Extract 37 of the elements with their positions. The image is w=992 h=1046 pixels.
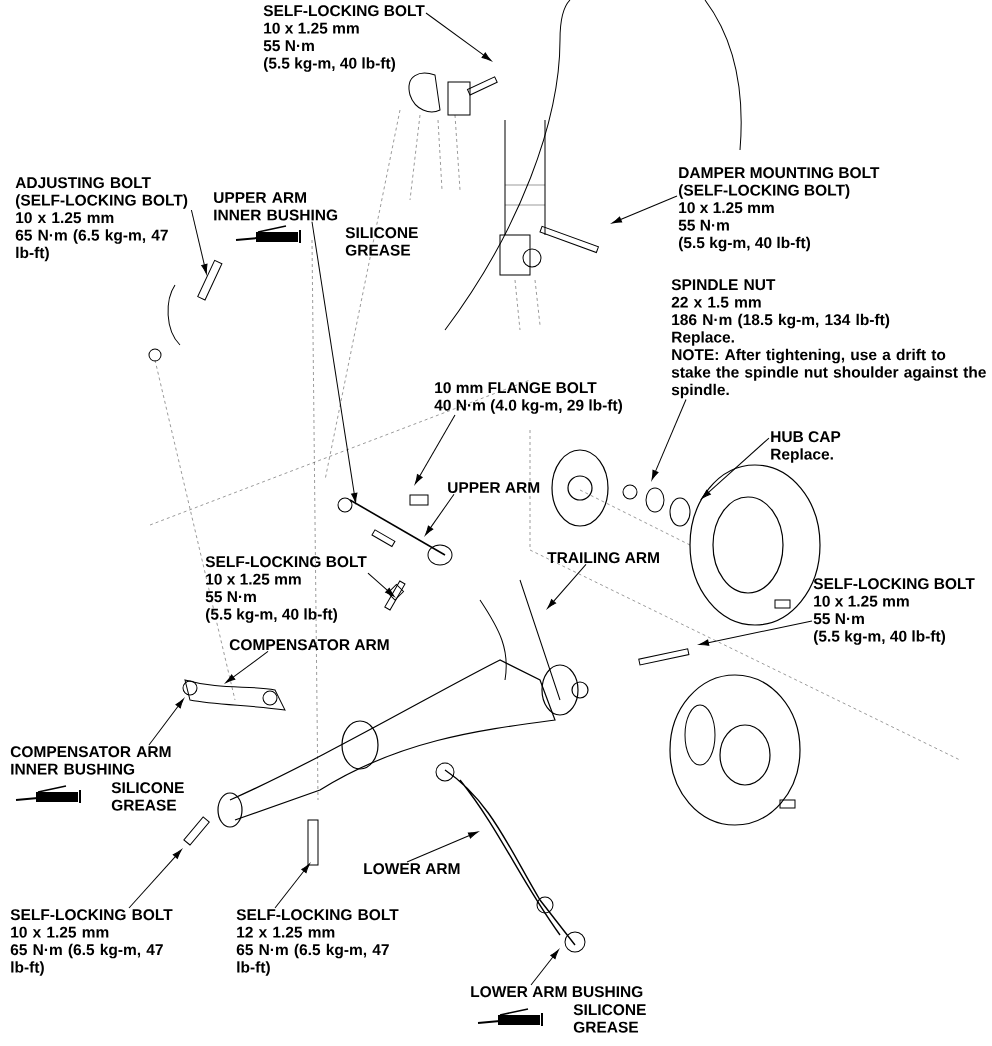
leader-line [425,493,455,536]
leader-line [547,563,587,609]
callout-text: SELF-LOCKING BOLT 10 x 1.25 mm 55 N·m (5.5 kg-m, 40 lb-ft) [205,556,367,623]
leader-line [148,698,184,746]
callout-text: SELF-LOCKING BOLT 10 x 1.25 mm 65 N·m (6.5 kg-m, 47 lb-ft) [10,909,173,976]
label-text: SILICONE GREASE [573,1004,646,1033]
leader-line [406,831,479,863]
leader-line [367,572,395,597]
leader-line [425,12,492,61]
leader-line [274,863,310,909]
leader-line [311,221,358,503]
callout-text: TRAILING ARM [547,552,659,564]
leader-line [611,195,678,224]
callout-text: SELF-LOCKING BOLT 10 x 1.25 mm 55 N·m (5.5 kg-m, 40 lb-ft) [813,578,975,645]
leader-line [414,414,456,485]
leader-line [225,650,269,683]
callout-text: HUB CAP Replace. [771,431,841,463]
callout-text: COMPENSATOR ARM [229,639,389,651]
callout-text: LOWER ARM [364,863,460,875]
callout-text: SPINDLE NUT 22 x 1.5 mm 186 N·m (18.5 kg-m, 134 lb-ft) Replace. NOTE: After tightening, use a drift to stake the spindle nut shoulder against the spindle. [671,279,986,399]
callout-text: LOWER ARM BUSHING [471,986,643,998]
label-text: SILICONE GREASE [345,227,418,256]
callout-text: SELF-LOCKING BOLT 12 x 1.25 mm 65 N·m (6.5 kg-m, 47 lb-ft) [236,909,399,976]
callout-text: 10 mm FLANGE BOLT 40 N·m (4.0 kg-m, 29 lb-ft) [434,382,623,414]
callout-text: DAMPER MOUNTING BOLT (SELF-LOCKING BOLT) 10 x 1.25 mm 55 N·m (5.5 kg-m, 40 lb-ft) [678,167,880,252]
callout-text: COMPENSATOR ARM INNER BUSHING [10,746,171,775]
label-text: SILICONE GREASE [111,782,184,811]
leader-line [530,949,559,986]
leader-line [128,849,182,909]
leader-line [699,620,813,646]
callout-text: SELF-LOCKING BOLT 10 x 1.25 mm 55 N·m (5.5 kg-m, 40 lb-ft) [263,5,425,72]
leader-line [701,437,770,499]
leader-line [651,398,687,481]
callout-text: UPPER ARM [448,482,540,494]
callout-text: ADJUSTING BOLT (SELF-LOCKING BOLT) 10 x 1.25 mm 65 N·m (6.5 kg-m, 47 lb-ft) [15,177,188,262]
leader-line [190,209,208,274]
callout-text: UPPER ARM INNER BUSHING [214,192,338,221]
